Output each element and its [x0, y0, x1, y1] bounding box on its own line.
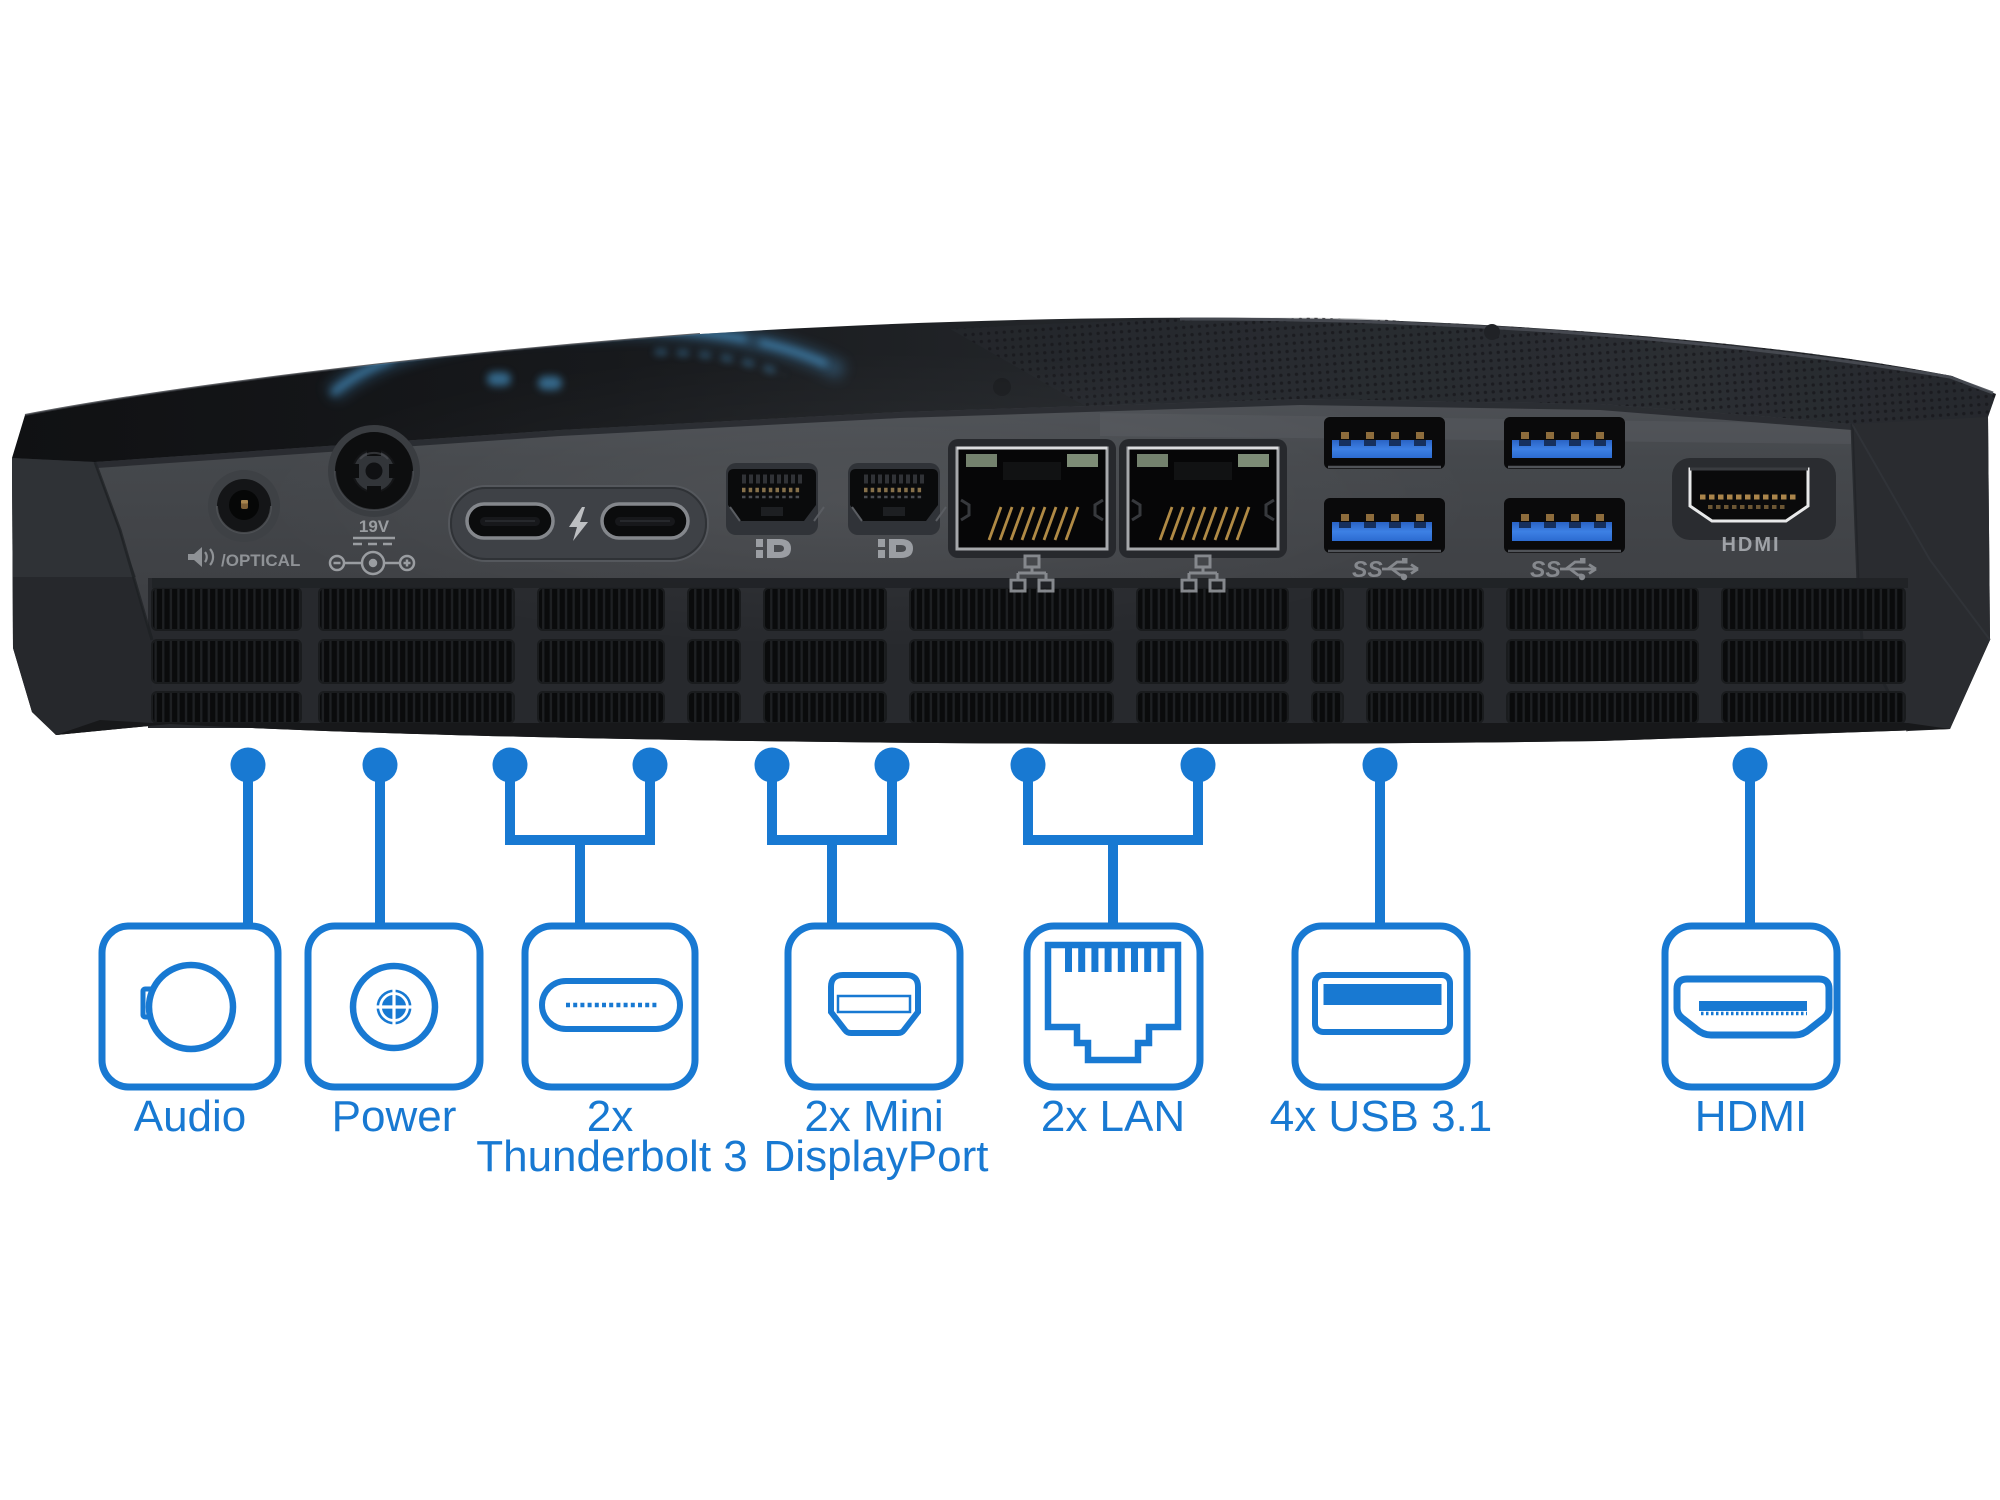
svg-text:Thunderbolt 3: Thunderbolt 3	[476, 1132, 748, 1181]
svg-text:SS: SS	[1352, 556, 1383, 582]
svg-text:DisplayPort: DisplayPort	[764, 1132, 989, 1181]
svg-text:HDMI: HDMI	[1721, 534, 1780, 556]
svg-text:Power: Power	[332, 1092, 457, 1141]
svg-text:2x: 2x	[587, 1092, 633, 1141]
svg-text:/OPTICAL: /OPTICAL	[221, 551, 300, 570]
svg-text:SS: SS	[1530, 556, 1561, 582]
svg-text:2x Mini: 2x Mini	[804, 1092, 943, 1141]
svg-text:Audio: Audio	[134, 1092, 247, 1141]
svg-text:2x LAN: 2x LAN	[1041, 1092, 1185, 1141]
svg-text:HDMI: HDMI	[1695, 1092, 1807, 1141]
svg-text:19V: 19V	[359, 517, 390, 536]
svg-text:4x USB 3.1: 4x USB 3.1	[1270, 1092, 1493, 1141]
